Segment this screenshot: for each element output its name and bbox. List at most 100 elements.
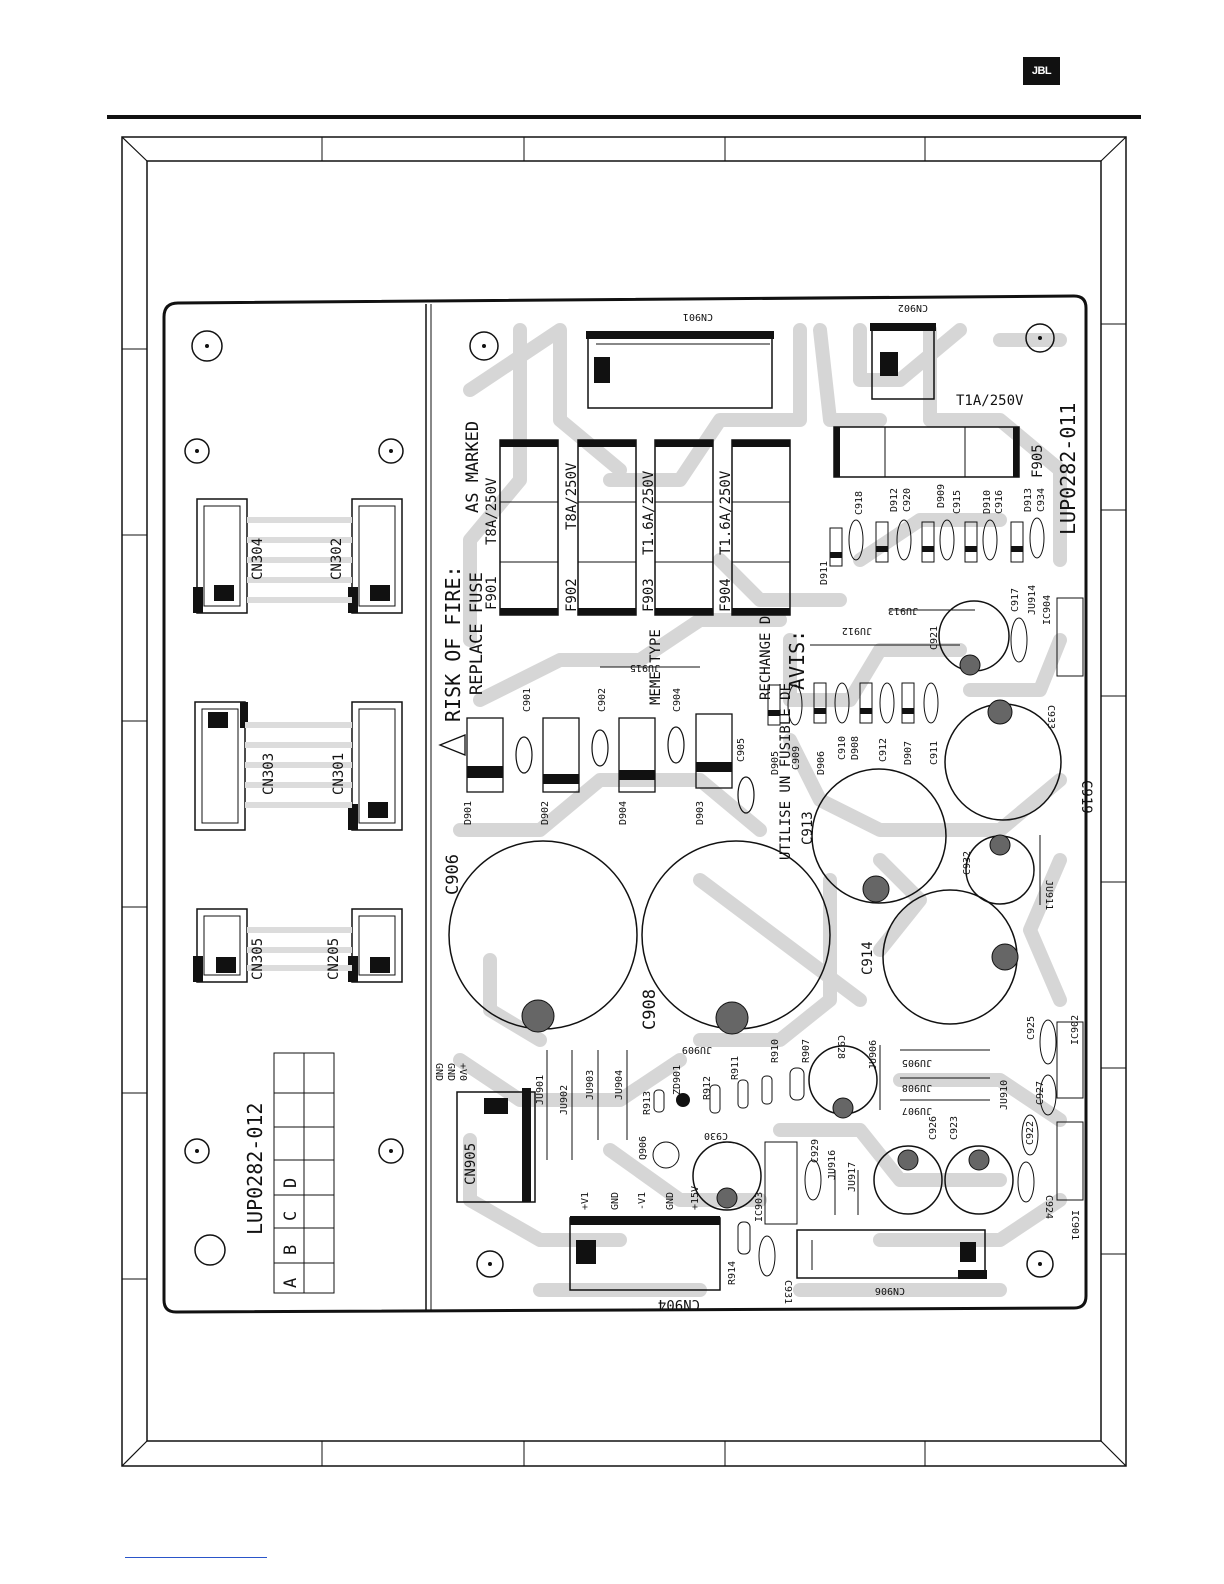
cn305-label: CN305 [250,938,266,980]
c915-label: C915 [952,490,963,514]
f905-rating: T1A/250V [956,393,1024,409]
ju912-label: JU912 [842,625,872,636]
c909-label: C909 [791,746,802,770]
warning-fr-line1: AVIS: [785,630,809,690]
f901-rating: T8A/250V [484,477,500,545]
cn905-pin-3: GND [433,1063,444,1081]
d905-label: D905 [770,751,781,775]
c922-label: C922 [1025,1121,1036,1145]
cn904-connector [569,1216,721,1291]
jumper-wires [546,609,1041,1215]
warning-fr-line2: RECHANGE DE [758,607,774,700]
cn905-label: CN905 [463,1143,479,1185]
c916-label: C916 [994,490,1005,514]
c928-label: C928 [835,1035,846,1059]
power-diodes [466,713,755,814]
left-board-connectors [193,498,403,983]
ju907-label: JU907 [902,1105,932,1116]
r907-label: R907 [801,1039,812,1063]
right-board-id: LUP0282-011 [1056,403,1080,535]
cn904-pin-3: -V1 [637,1192,648,1210]
d906-label: D906 [816,751,827,775]
d901-label: D901 [463,801,474,825]
cn904-pin-4: GND [665,1192,676,1210]
c912-label: C912 [878,738,889,762]
jbl-logo: JBL [1023,57,1060,85]
rev-c: C [281,1211,301,1221]
ju911-label: JU911 [1043,880,1054,910]
warning-line2: REPLACE FUSE [467,572,487,695]
copper-traces [453,323,1067,1297]
r913-label: R913 [642,1091,653,1115]
cn304-label: CN304 [250,538,266,580]
d908-label: D908 [850,736,861,760]
c902-label: C902 [597,688,608,712]
c924-label: C924 [1043,1195,1054,1219]
c921-label: C921 [929,626,940,650]
c929-label: C929 [810,1139,821,1163]
f901-ref: F901 [484,576,500,610]
signal-diodes-mid [767,682,939,726]
d903-label: D903 [695,801,706,825]
c904-label: C904 [672,688,683,712]
c923-label: C923 [949,1116,960,1140]
f904-ref: F904 [718,578,734,612]
ic902-label: IC902 [1070,1015,1081,1045]
cn205-label: CN205 [326,938,342,980]
f903-rating: T1.6A/250V [641,470,657,555]
c911-label: C911 [929,741,940,765]
warning-triangle-icon [438,734,466,756]
cn302-label: CN302 [329,538,345,580]
c913-label: C913 [800,811,816,845]
ju902-label: JU902 [559,1085,570,1115]
c931-label: C931 [782,1280,793,1304]
c920-label: C917 [1010,588,1021,612]
c905-label: C905 [736,738,747,762]
f902-rating: T8A/250V [564,462,580,530]
c906-label: C906 [443,854,463,895]
zd901-label: ZD901 [672,1065,683,1095]
d909-label: D909 [936,484,947,508]
f903-ref: F903 [641,578,657,612]
ju903-label: JU903 [585,1070,596,1100]
cn902-connector [870,323,936,400]
revision-table [273,1052,335,1294]
r912-label: R912 [702,1076,713,1100]
d904-label: D904 [618,801,629,825]
c927-label: C927 [1035,1081,1046,1105]
resistors [652,1067,805,1255]
cn905-pin-1: +V0 [457,1063,468,1081]
d911-label: D911 [819,561,830,585]
ju909-label: JU909 [682,1044,712,1055]
c901-label: C901 [522,688,533,712]
c910-label: C910 [837,736,848,760]
ic903-label: IC903 [754,1192,765,1222]
d902-label: D902 [540,801,551,825]
c930-label: C930 [704,1130,728,1141]
c917-label: C918 [854,491,865,515]
c926-label: C926 [928,1116,939,1140]
ju917-label: JU917 [847,1162,858,1192]
q906-label: Q906 [638,1136,649,1160]
f902-ref: F902 [564,578,580,612]
ju904-label: JU904 [614,1070,625,1100]
ju908-label: JU908 [902,1082,932,1093]
electrolytic-capacitors [448,600,1062,1215]
ic904-label: IC904 [1042,595,1053,625]
ju905-label: JU905 [902,1057,932,1068]
header-rule [107,115,1141,119]
c933-label: C933 [1045,705,1056,729]
cn904-label: CN904 [658,1296,700,1312]
fuse-holders [499,426,1020,616]
cn905-pin-2: GND [445,1063,456,1081]
ju910-label: JU910 [999,1080,1010,1110]
cn904-pin-5: +15V [690,1186,701,1210]
cn303-label: CN303 [261,753,277,795]
footer-link-line [125,1557,267,1558]
ju914-label: JU914 [1027,585,1038,615]
warning-fr-line3: UTILISE UN FUSIBLE DE [778,683,794,860]
f905-ref: F905 [1030,444,1046,478]
d910-label: D910 [982,490,993,514]
cn902-label: CN902 [898,302,928,313]
warning-line3: AS MARKED [463,421,483,513]
